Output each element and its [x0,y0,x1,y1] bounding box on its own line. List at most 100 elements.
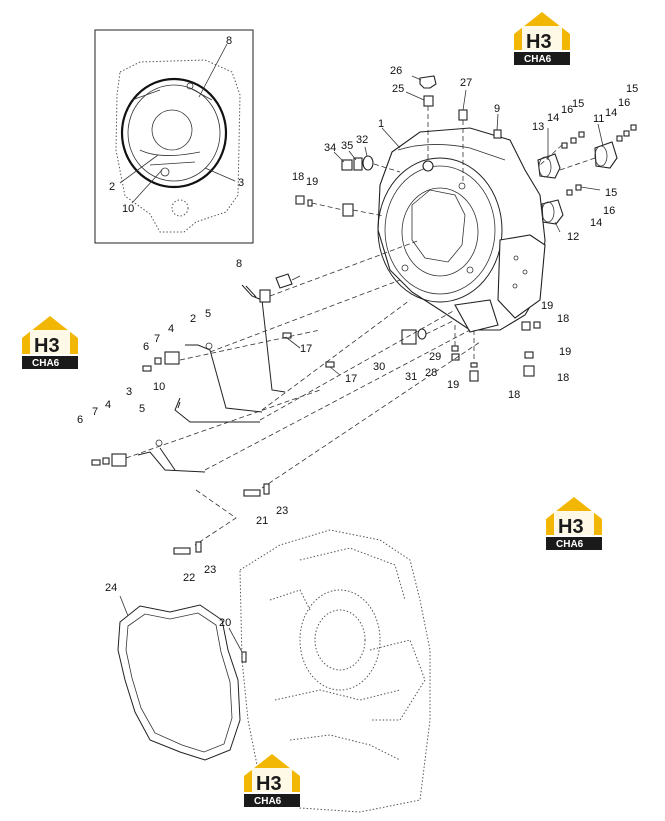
callout-14b: 14 [547,112,559,124]
watermark-logo-subtext: CHA6 [32,358,60,369]
axis-plug-18a [311,202,344,211]
washer-23b [195,541,202,553]
washer-16b [623,130,630,137]
bolt-6b [91,459,101,466]
inset-lower-port [171,199,189,217]
callout-19a: 19 [306,176,318,188]
watermark-logo-left: H3 CHA6 [22,316,78,369]
watermark-logo-subtext: CHA6 [254,796,282,807]
inset-leader-10 [131,169,163,204]
leader-27 [462,89,467,111]
valve-port-2 [522,269,528,275]
case-bore [299,589,381,691]
case-bore-inner [314,609,366,671]
callout-6b: 6 [77,414,83,426]
leader-32 [364,146,368,157]
bolt-15b [630,124,637,131]
breather-cap-26 [419,75,437,89]
bolt-22 [173,547,191,555]
callout-15c: 15 [605,187,617,199]
bolt-6a [142,365,152,372]
filter-12 [541,199,564,225]
callout-27: 27 [460,77,472,89]
watermark-logo-subtext: CHA6 [556,539,584,550]
filter-13-face [538,156,552,178]
leader-17b [329,366,341,376]
leader-26 [411,75,422,81]
callout-13: 13 [532,121,544,133]
housing-boss [422,160,434,172]
gasket [117,595,241,761]
clip-5a [205,342,213,350]
leader-12 [554,221,561,233]
fitting-34 [341,159,353,171]
callout-7b: 7 [92,406,98,418]
callout-17a: 17 [300,343,312,355]
callout-20: 20 [219,617,231,629]
bracket-4b [111,453,127,467]
callout-8: 8 [236,258,242,270]
callout-16c: 16 [603,205,615,217]
housing-hole-a [458,182,466,190]
washer-16a [570,137,577,144]
callout-19b: 19 [541,300,553,312]
pipe-3-branch [159,447,176,471]
callout-14c: 14 [590,217,602,229]
inset-callout-3: 3 [238,177,244,189]
o-ring-32 [362,155,374,171]
callout-16a: 16 [618,97,630,109]
inset-leader-3 [204,167,236,182]
axis-pipe-2 [209,279,401,353]
valve-port-1 [513,255,519,261]
callout-16b: 16 [561,104,573,116]
pipe-10 [174,397,260,423]
bolt-15a [578,131,585,138]
callout-31: 31 [405,371,417,383]
plug-18d [469,370,479,382]
filter-11 [594,141,618,169]
callout-5b: 5 [139,403,145,415]
inset-housing-outline [115,59,241,233]
leader-1 [381,127,401,149]
callout-5a: 5 [205,308,211,320]
inset-housing-inner-ring [127,84,221,182]
callout-24: 24 [105,582,117,594]
inset-leader-2 [119,154,159,184]
washer-19b [533,321,541,329]
housing-bore [401,187,479,277]
bolt-9 [493,129,502,139]
clip-5b [155,439,163,447]
o-ring-31 [417,328,427,340]
callout-17b: 17 [345,373,357,385]
inset-fitting [160,167,170,177]
leader-11 [597,123,604,147]
filter-11-face [594,145,608,167]
housing-valve-block [497,234,546,319]
leader-20 [228,627,243,653]
bolt-17b [325,361,335,368]
gasket-24-inner [125,612,233,753]
callout-4a: 4 [168,323,174,335]
callout-1: 1 [378,118,384,130]
alignment-lines [125,239,481,546]
callout-18c: 18 [557,372,569,384]
watermark-logo-subtext: CHA6 [524,54,552,65]
plug-18a [295,195,305,205]
callout-2a: 2 [190,313,196,325]
inset-callout-8: 8 [226,35,232,47]
clamp-7b [102,457,110,465]
callout-23a: 23 [276,505,288,517]
ring-29 [451,345,459,352]
plug-18b [521,321,531,331]
housing-hole-c [401,264,409,272]
callout-12: 12 [567,231,579,243]
callout-23b: 23 [204,564,216,576]
plug-18c [523,365,535,377]
callout-labels: 1 26 25 27 9 15 16 14 15 14 16 13 11 34 … [77,65,638,629]
leader-35 [348,150,357,161]
inset-detail-view: 8 2 10 3 [94,29,254,244]
axis-filter-13 [539,144,563,166]
plug-28 [451,353,460,361]
seal-35 [353,157,363,171]
callout-29: 29 [429,351,441,363]
